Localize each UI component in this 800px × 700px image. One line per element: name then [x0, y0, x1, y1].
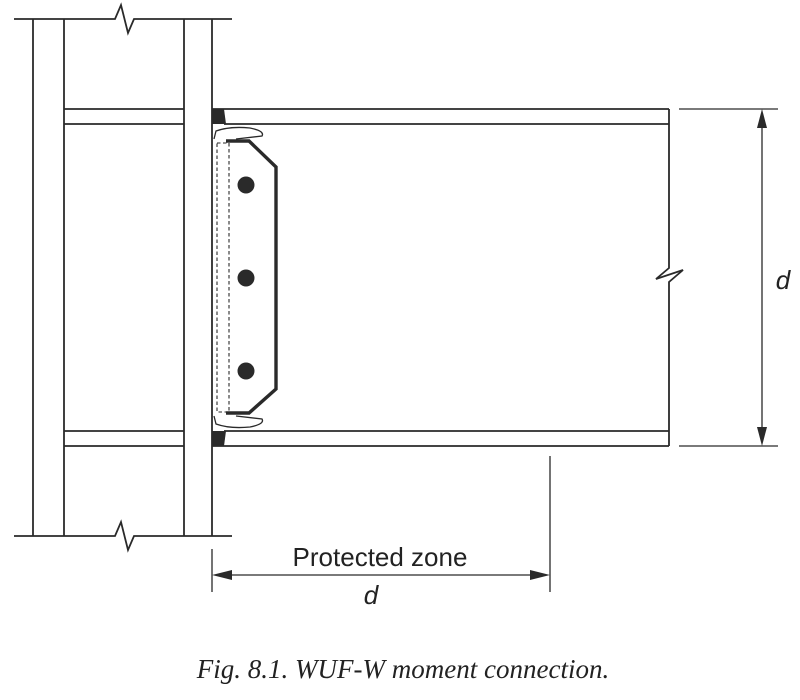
zone-arrow-right	[530, 570, 550, 580]
column-top-break-line	[14, 2, 232, 36]
protected-zone-label: Protected zone	[293, 542, 468, 572]
depth-arrow-top	[757, 109, 767, 128]
weld-access-holes	[213, 126, 264, 429]
zone-length-label: d	[364, 580, 380, 610]
bolt-middle	[237, 269, 255, 287]
bottom-weld-access-hole	[213, 415, 264, 429]
beam-depth-label: d	[776, 265, 792, 295]
column-bottom-break-line	[14, 519, 232, 553]
flange-welds	[212, 109, 226, 446]
figure-caption: Fig. 8.1. WUF-W moment connection.	[196, 654, 609, 684]
beam	[212, 108, 684, 447]
bottom-flange-weld	[212, 431, 226, 446]
shear-tab-hidden-outline	[216, 142, 230, 413]
bolt-bottom	[237, 362, 255, 380]
depth-arrow-bottom	[757, 427, 767, 446]
bolt-top	[237, 176, 255, 194]
shear-tab-outline	[226, 139, 278, 415]
beam-depth-dimension: d	[679, 108, 792, 447]
protected-zone-dimension: Protected zone d	[211, 456, 551, 610]
zone-arrow-left	[212, 570, 232, 580]
top-flange-weld	[212, 109, 226, 124]
top-weld-access-hole	[213, 126, 264, 140]
column	[14, 2, 232, 553]
shear-tab	[216, 139, 278, 415]
beam-end-break-line	[655, 109, 684, 446]
